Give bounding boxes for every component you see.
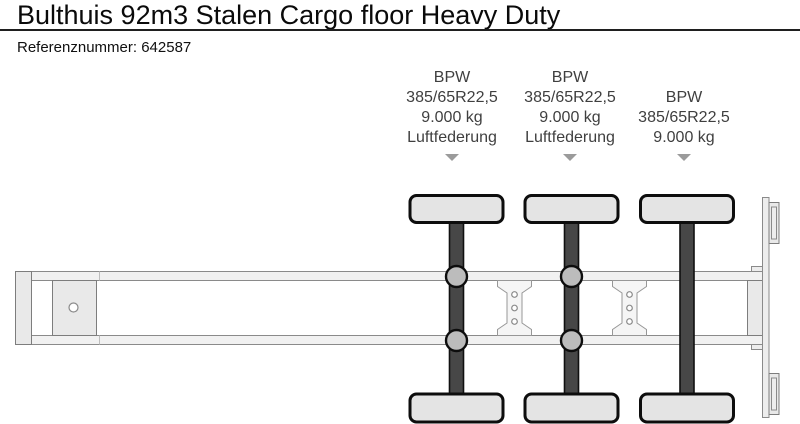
reference-number: Referenznummer: 642587 <box>17 39 192 56</box>
kingpin <box>68 302 79 313</box>
axle-spec-suspension: Luftfederung <box>525 129 615 146</box>
plate-hole <box>511 291 518 298</box>
axle-spec-tire-size: 385/65R22,5 <box>638 109 730 126</box>
plate-hole <box>626 318 633 325</box>
axle-1-air-bellow-bottom <box>444 328 469 353</box>
plate-hole <box>626 291 633 298</box>
axle-spec-brand: BPW <box>665 89 703 106</box>
rear-crossmember <box>747 280 763 336</box>
axle-2-air-bellow-bottom <box>559 328 584 353</box>
axle-spec-load: 9.000 kg <box>539 109 601 126</box>
axle-2-spec-label: BPW 385/65R22,5 9.000 kg Luftfederung <box>495 68 645 148</box>
plate-hole <box>626 304 633 312</box>
down-arrow-icon <box>445 154 459 161</box>
down-arrow-icon <box>563 154 577 161</box>
axle-spec-suspension: Luftfederung <box>407 129 497 146</box>
trailer-rear-section <box>747 197 780 418</box>
axle-2-beam <box>563 208 580 409</box>
axle-2-wheel-left <box>523 194 620 224</box>
title-divider <box>0 29 800 31</box>
axle-2-wheel-right <box>523 392 620 424</box>
axle-3 <box>639 194 735 424</box>
chassis-rail-bottom <box>15 335 769 345</box>
axle-1-beam <box>448 208 465 409</box>
trailer-front-section <box>15 271 97 345</box>
plate-hole <box>511 318 518 325</box>
crossmember-plates <box>497 280 647 336</box>
axle-1-wheel-left <box>408 194 505 224</box>
axle-2 <box>523 194 620 424</box>
rear-bumper-bar <box>762 197 770 418</box>
axle-spec-tire-size: 385/65R22,5 <box>524 89 616 106</box>
axle-spec-tire-size: 385/65R22,5 <box>406 89 498 106</box>
axle-3-wheel-left <box>639 194 735 224</box>
rear-bracket-top <box>751 266 763 272</box>
rear-bracket-bottom <box>751 344 763 350</box>
axle-spec-brand: BPW <box>433 69 471 86</box>
axle-2-air-bellow-top <box>559 264 584 289</box>
rear-light-inner-top <box>771 206 777 240</box>
axle-1-air-bellow-top <box>444 264 469 289</box>
down-arrow-icon <box>677 154 691 161</box>
axle-3-beam <box>679 208 695 409</box>
chassis-rail-top <box>15 271 769 281</box>
axle-3-spec-label: BPW 385/65R22,5 9.000 kg <box>609 88 759 148</box>
plate-hole <box>511 304 518 312</box>
axle-1-spec-label: BPW 385/65R22,5 9.000 kg Luftfederung <box>377 68 527 148</box>
front-crossmember <box>15 271 32 345</box>
axle-spec-load: 9.000 kg <box>653 129 715 146</box>
axle-spec-brand: BPW <box>551 69 589 86</box>
axle-3-wheel-right <box>639 392 735 424</box>
chassis-rails <box>15 271 769 345</box>
axle-1 <box>408 194 505 424</box>
rear-light-inner-bottom <box>771 377 777 411</box>
page-title: Bulthuis 92m3 Stalen Cargo floor Heavy D… <box>17 0 561 30</box>
axle-spec-load: 9.000 kg <box>421 109 483 126</box>
axle-1-wheel-right <box>408 392 505 424</box>
